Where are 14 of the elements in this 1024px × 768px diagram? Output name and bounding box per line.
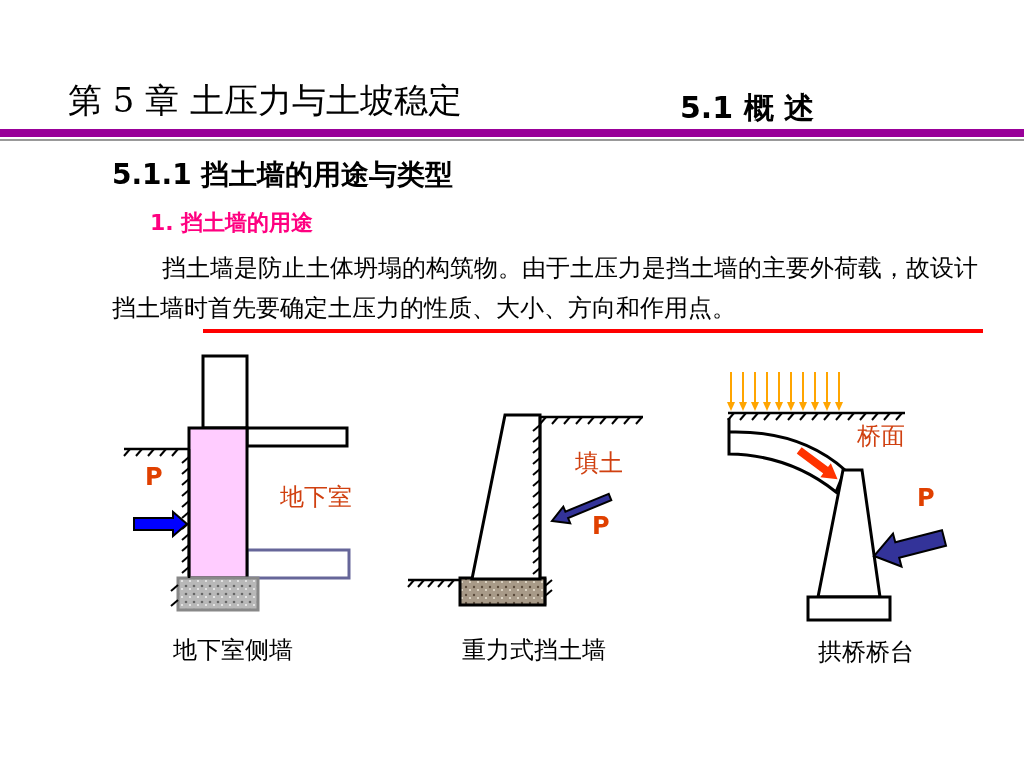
- item-heading: 1. 挡土墙的用途: [150, 210, 314, 237]
- subsection-heading: 5.1.1 挡土墙的用途与类型: [112, 158, 455, 192]
- section-heading: 5.1 概 述: [680, 90, 815, 126]
- part-label: 填土: [575, 449, 623, 478]
- force-label: P: [917, 484, 935, 513]
- part-label: 地下室: [280, 483, 352, 512]
- figure-caption: 地下室侧墙: [173, 636, 293, 665]
- figure-caption: 重力式挡土墙: [462, 636, 606, 665]
- body-text: 挡土墙是防止土体坍塌的构筑物。由于土压力是挡土墙的主要外荷载，故设计挡土墙时首先要确定土压力的性质、大小、方向和作用点。: [112, 253, 979, 324]
- figure-caption: 拱桥桥台: [818, 638, 914, 667]
- force-label: P: [592, 512, 610, 541]
- part-label: 桥面: [857, 422, 905, 451]
- slide-title: 第 5 章 土压力与土坡稳定: [68, 80, 463, 121]
- force-label: P: [145, 463, 163, 492]
